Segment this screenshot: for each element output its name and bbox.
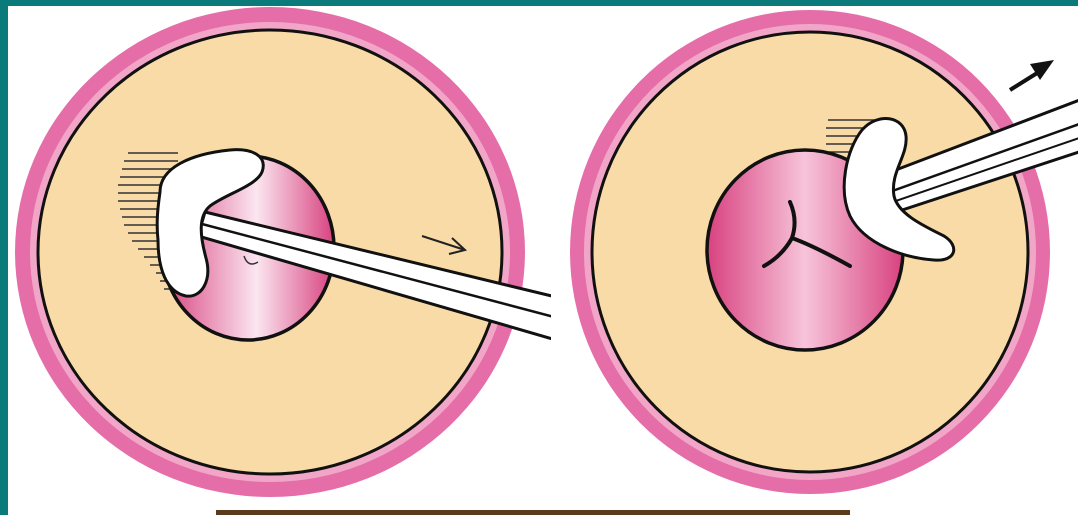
right-panel (570, 10, 1078, 494)
right-arrow-icon (1010, 60, 1054, 90)
left-panel (15, 7, 560, 497)
bottom-strip (216, 510, 850, 515)
